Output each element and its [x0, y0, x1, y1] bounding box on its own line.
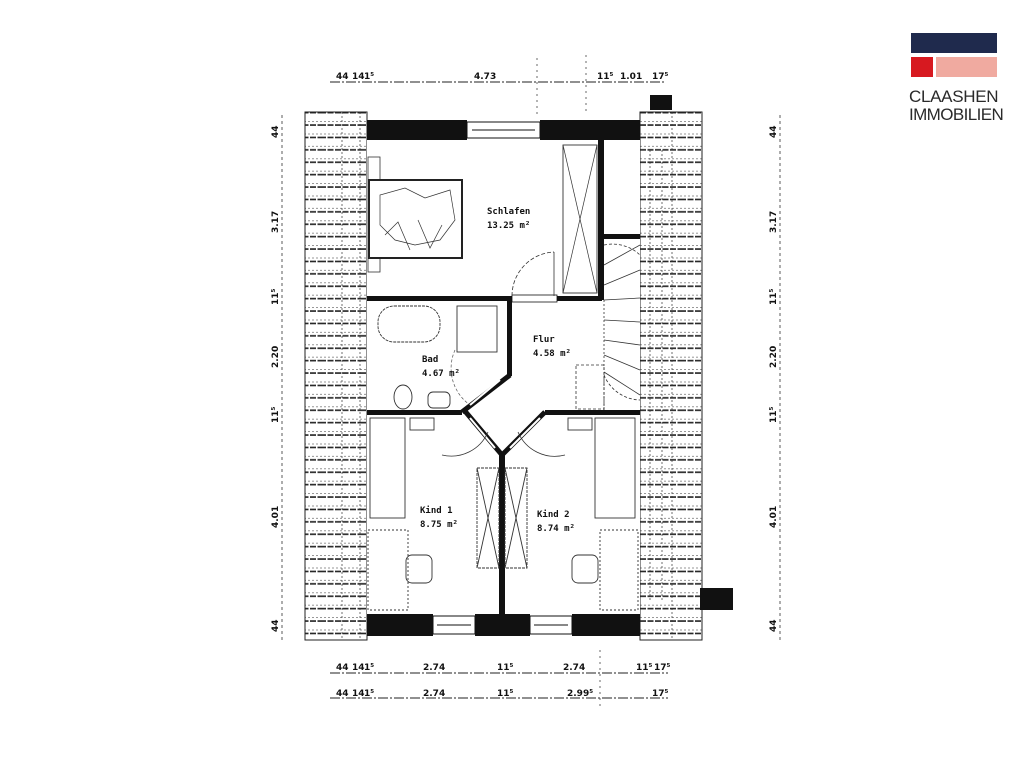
dim-right-2-20: 2.20: [769, 346, 779, 368]
dim-bot2-2-74: 2.74: [423, 689, 445, 699]
bed-icon: [367, 156, 463, 273]
room-label-bad: Bad: [422, 355, 438, 365]
room-area-kind2: 8.74 m²: [537, 524, 575, 534]
dim-left-4-01: 4.01: [271, 506, 281, 528]
room-area-schlafen: 13.25 m²: [487, 221, 530, 231]
logo-red-block: [911, 57, 933, 77]
brand-name: CLAASHEN: [909, 87, 999, 106]
dim-left-44a: 44: [271, 125, 281, 138]
dim-bot1-11-5a: 11⁵: [497, 663, 514, 673]
dim-right-3-17: 3.17: [769, 211, 779, 233]
kind2-furniture: [504, 417, 639, 611]
room-area-flur: 4.58 m²: [533, 349, 571, 359]
dim-bot1-44: 44: [336, 663, 349, 673]
dim-right-4-01: 4.01: [769, 506, 779, 528]
brand-tagline: IMMOBILIEN: [909, 105, 1004, 124]
dim-top-1-01: 1.01: [620, 72, 642, 82]
dimension-left: 44 3.17 11⁵ 2.20 11⁵ 4.01 44: [271, 115, 283, 640]
dim-bot1-1-5: 1⁵: [364, 663, 374, 673]
roof-left: [304, 111, 368, 641]
roof-right: [639, 111, 703, 641]
logo-navy-bar: [911, 33, 997, 53]
dim-right-44b: 44: [769, 619, 779, 632]
room-label-kind1: Kind 1: [420, 505, 453, 516]
room-label-kind2: Kind 2: [537, 509, 570, 520]
dim-bot2-14: 14: [352, 689, 365, 699]
dim-right-11-5b: 11⁵: [769, 406, 779, 423]
dim-top-1-5: 1⁵: [364, 72, 374, 82]
dim-bot2-44: 44: [336, 689, 349, 699]
bathroom-fixtures: [377, 305, 498, 410]
dim-bot1-11-5b: 11⁵: [636, 663, 653, 673]
dimension-right: 44 3.17 11⁵ 2.20 11⁵ 4.01 44: [769, 115, 781, 640]
dim-bot2-11-5: 11⁵: [497, 689, 514, 699]
dimension-top: 44 14 1⁵ 4.73 11⁵ 1.01 17⁵: [330, 55, 669, 115]
dim-top-17-5: 17⁵: [652, 72, 669, 82]
chimney-bottom: [700, 588, 733, 610]
room-area-kind1: 8.75 m²: [420, 520, 458, 530]
dim-bot2-1-5: 1⁵: [364, 689, 374, 699]
dim-left-11-5a: 11⁵: [271, 288, 281, 305]
room-label-schlafen: Schlafen: [487, 207, 530, 217]
dim-left-2-20: 2.20: [271, 346, 281, 368]
dim-bot1-14: 14: [352, 663, 365, 673]
dim-top-4-73: 4.73: [474, 72, 496, 82]
logo-pink-block: [936, 57, 997, 77]
dim-bot2-17-5: 17⁵: [652, 689, 669, 699]
dim-top-44: 44: [336, 72, 349, 82]
chimney-top: [650, 95, 672, 110]
dim-bot1-2-74a: 2.74: [423, 663, 445, 673]
dim-right-44a: 44: [769, 125, 779, 138]
staircase: [575, 243, 641, 410]
dim-bot1-17-5: 17⁵: [654, 663, 671, 673]
dim-bot2-2-99-5: 2.99⁵: [567, 689, 593, 699]
dimension-bottom: 44 14 1⁵ 2.74 11⁵ 2.74 11⁵ 17⁵ 44 14 1⁵ …: [330, 650, 671, 710]
dim-bot1-2-74b: 2.74: [563, 663, 585, 673]
kind1-furniture: [367, 417, 500, 611]
dim-top-11-5: 11⁵: [597, 72, 614, 82]
room-area-bad: 4.67 m²: [422, 369, 460, 379]
dim-top-14: 14: [352, 72, 365, 82]
dim-left-3-17: 3.17: [271, 211, 281, 233]
room-label-flur: Flur: [533, 335, 555, 345]
dim-right-11-5a: 11⁵: [769, 288, 779, 305]
dim-left-44b: 44: [271, 619, 281, 632]
dim-left-11-5b: 11⁵: [271, 406, 281, 423]
